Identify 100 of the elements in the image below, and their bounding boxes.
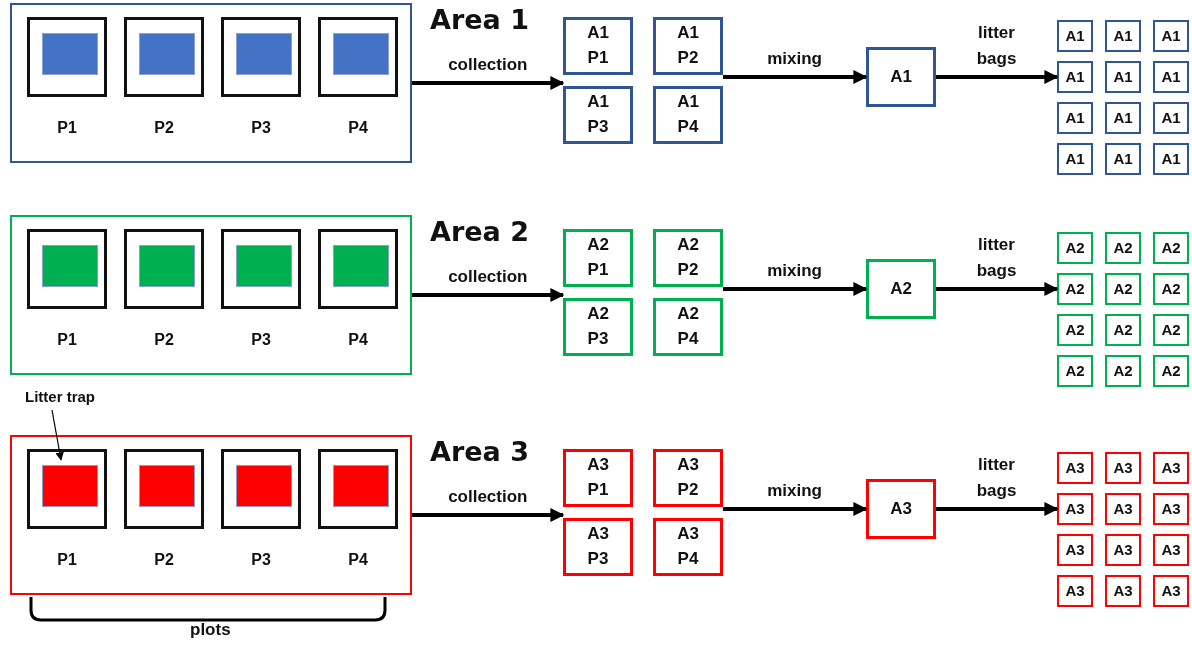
plot-label: P1 [56,118,78,138]
area-frame [10,3,412,163]
litter-bag-box [1105,314,1141,346]
sample-label: A2 [1161,361,1181,382]
litter-bag-box [1153,102,1189,134]
litter-trap-square [42,245,98,287]
sample-label: A1 [1065,26,1085,47]
plot-label: P3 [250,118,272,138]
sample-label: A1 P3 [587,91,609,138]
area-frame [10,435,412,595]
sample-label: A3 [1065,540,1085,561]
arrow [723,282,868,296]
litter-trap-square [333,465,389,507]
sample-label: A3 [1161,540,1181,561]
litter-bag-box [1153,314,1189,346]
sample-label: A1 [1113,108,1133,129]
edge-label: collection [447,53,529,76]
litter-bag-box [1057,273,1093,305]
edge-label: litter bags [975,234,1018,282]
sample-label: A2 [1161,279,1181,300]
litter-bag-box [1057,20,1093,52]
row-heading: Area 2 [430,216,529,247]
sample-label: A1 [1113,67,1133,88]
sample-label: A2 [1161,238,1181,259]
litter-bag-box [1057,575,1093,607]
litter-trap-square [333,245,389,287]
sample-box [563,17,633,75]
sample-box [563,229,633,287]
sample-label: A3 [1113,581,1133,602]
plot-label: P3 [250,330,272,350]
sample-label: A2 [1065,279,1085,300]
plot-label: P2 [153,550,175,570]
litter-bag-box [1057,102,1093,134]
mixed-sample-box [866,479,936,539]
litter-bag-box [1153,61,1189,93]
sample-box [563,298,633,356]
edge-label: collection [447,485,529,508]
litter-bag-box [1057,493,1093,525]
area-frame [10,215,412,375]
litter-bag-box [1057,534,1093,566]
sample-label: A3 [1065,499,1085,520]
litter-bag-box [1105,534,1141,566]
sample-label: A1 P4 [677,91,699,138]
sample-label: A2 P4 [677,303,699,350]
sample-label: A1 P2 [677,22,699,69]
litter-trap-square [236,33,292,75]
litter-trap-square [236,465,292,507]
litter-bag-box [1105,61,1141,93]
sample-label: A2 [1113,320,1133,341]
mixed-sample-box [866,259,936,319]
sample-label: A3 [1161,499,1181,520]
sample-box [653,449,723,507]
litter-bag-box [1105,273,1141,305]
litter-trap-square [42,33,98,75]
litter-bag-box [1105,143,1141,175]
sample-label: A2 [1065,238,1085,259]
arrow [412,288,565,302]
sample-label: A3 [1113,499,1133,520]
sample-label: A3 P1 [587,454,609,501]
mixed-sample-box [866,47,936,107]
arrow [723,70,868,84]
arrow [936,282,1059,296]
sample-label: A1 [1161,108,1181,129]
row-heading: Area 3 [430,436,529,467]
sample-label: A3 [1113,540,1133,561]
sample-label: A1 [1161,26,1181,47]
edge-label: mixing [766,47,823,70]
litter-bag-box [1153,355,1189,387]
sample-label: A1 [1065,108,1085,129]
callout-label: Litter trap [25,387,95,408]
litter-bag-box [1105,355,1141,387]
sample-label: A3 P3 [587,523,609,570]
sample-label: A2 [1065,361,1085,382]
plot-label: P2 [153,118,175,138]
litter-bag-box [1057,232,1093,264]
sample-box [653,86,723,144]
plot-label: P4 [347,330,369,350]
sample-label: A3 [1161,581,1181,602]
sample-label: A2 [1113,238,1133,259]
sample-label: A1 [1113,149,1133,170]
litter-bag-box [1153,20,1189,52]
sample-box [563,86,633,144]
plot-label: P4 [347,550,369,570]
edge-label: mixing [766,479,823,502]
litter-bag-box [1057,61,1093,93]
sample-label: A2 [890,277,912,300]
sample-label: A3 P4 [677,523,699,570]
plot-label: P1 [56,330,78,350]
litter-bag-box [1105,232,1141,264]
sample-label: A2 P3 [587,303,609,350]
sample-label: A3 [1065,458,1085,479]
litter-trap-square [139,245,195,287]
litter-bag-box [1153,534,1189,566]
bracket-label: plots [190,620,231,640]
litter-bag-box [1057,452,1093,484]
sample-label: A1 [1161,67,1181,88]
sample-label: A2 [1113,361,1133,382]
sample-label: A2 [1161,320,1181,341]
arrow [936,70,1059,84]
plot-label: P3 [250,550,272,570]
